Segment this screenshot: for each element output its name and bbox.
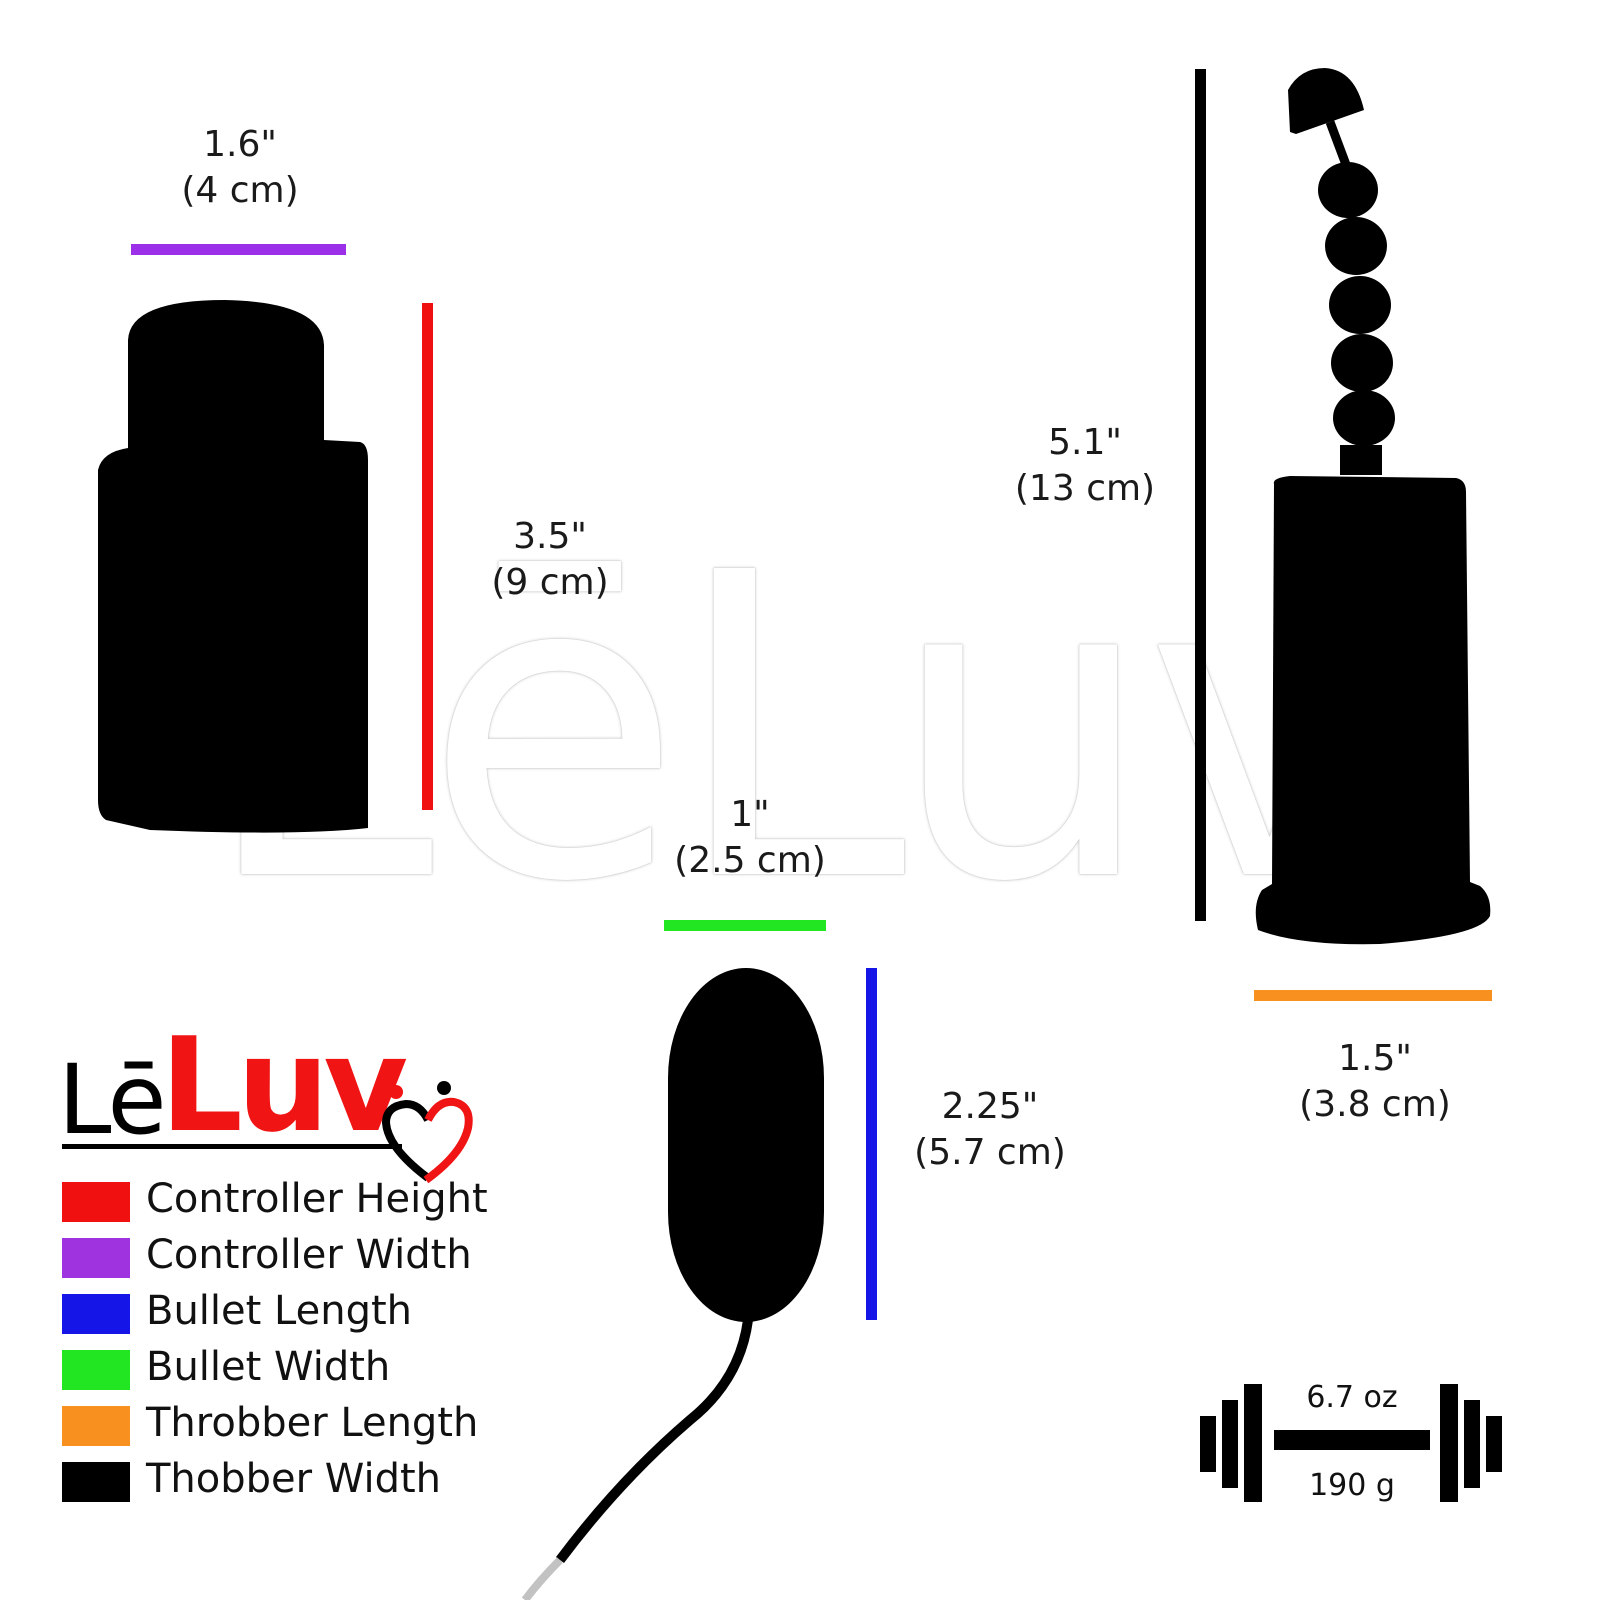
legend-swatch-bullet-width — [62, 1350, 130, 1390]
controller-width-label: 1.6" (4 cm) — [140, 122, 340, 214]
throbber-width-inches: 1.5" — [1338, 1038, 1412, 1079]
controller-width-inches: 1.6" — [203, 124, 277, 165]
legend-swatch-bullet-length — [62, 1294, 130, 1334]
legend-label: Controller Width — [146, 1232, 472, 1278]
weight-imperial: 6.7 oz — [1306, 1380, 1398, 1415]
bullet-length-inches: 2.25" — [941, 1086, 1039, 1127]
throbber-width-bar — [1254, 990, 1492, 1001]
bullet-width-cm: (2.5 cm) — [674, 840, 826, 881]
brand-underline — [62, 1144, 402, 1149]
legend-label: Throbber Length — [146, 1400, 479, 1446]
weight-metric: 190 g — [1309, 1468, 1395, 1503]
brand-logo: Lē Luv — [58, 1020, 498, 1190]
dumbbell-icon — [1200, 1384, 1502, 1502]
controller-height-label: 3.5" (9 cm) — [470, 514, 630, 606]
legend-label: Thobber Width — [146, 1456, 442, 1502]
legend-label: Controller Height — [146, 1176, 488, 1222]
controller-width-cm: (4 cm) — [181, 170, 299, 211]
throbber-height-inches: 5.1" — [1048, 422, 1122, 463]
legend-label: Bullet Width — [146, 1344, 391, 1390]
legend-swatch-throbber-length — [62, 1406, 130, 1446]
throbber-height-label: 5.1" (13 cm) — [1005, 420, 1165, 512]
controller-silhouette — [98, 300, 368, 833]
throbber-height-bar — [1195, 69, 1206, 921]
heart-icon — [381, 1081, 473, 1184]
controller-height-inches: 3.5" — [513, 516, 587, 557]
bullet-length-label: 2.25" (5.7 cm) — [905, 1084, 1075, 1176]
bullet-silhouette — [521, 968, 824, 1600]
legend-label: Bullet Length — [146, 1288, 412, 1334]
throbber-width-cm: (3.8 cm) — [1299, 1084, 1451, 1125]
brand-prefix: Lē — [58, 1044, 167, 1156]
bullet-width-inches: 1" — [730, 794, 770, 835]
bullet-width-label: 1" (2.5 cm) — [665, 792, 835, 884]
bullet-length-bar — [866, 968, 877, 1320]
legend-swatch-controller-height — [62, 1182, 130, 1222]
throbber-width-label: 1.5" (3.8 cm) — [1290, 1036, 1460, 1128]
throbber-silhouette — [1255, 68, 1491, 945]
throbber-height-cm: (13 cm) — [1014, 468, 1156, 509]
bullet-width-bar — [664, 920, 826, 931]
controller-height-cm: (9 cm) — [491, 562, 609, 603]
legend-swatch-controller-width — [62, 1238, 130, 1278]
brand-name: Luv — [160, 1009, 408, 1161]
bullet-length-cm: (5.7 cm) — [914, 1132, 1066, 1173]
controller-height-bar — [422, 303, 433, 810]
controller-width-bar — [131, 244, 346, 255]
legend-swatch-throbber-width — [62, 1462, 130, 1502]
